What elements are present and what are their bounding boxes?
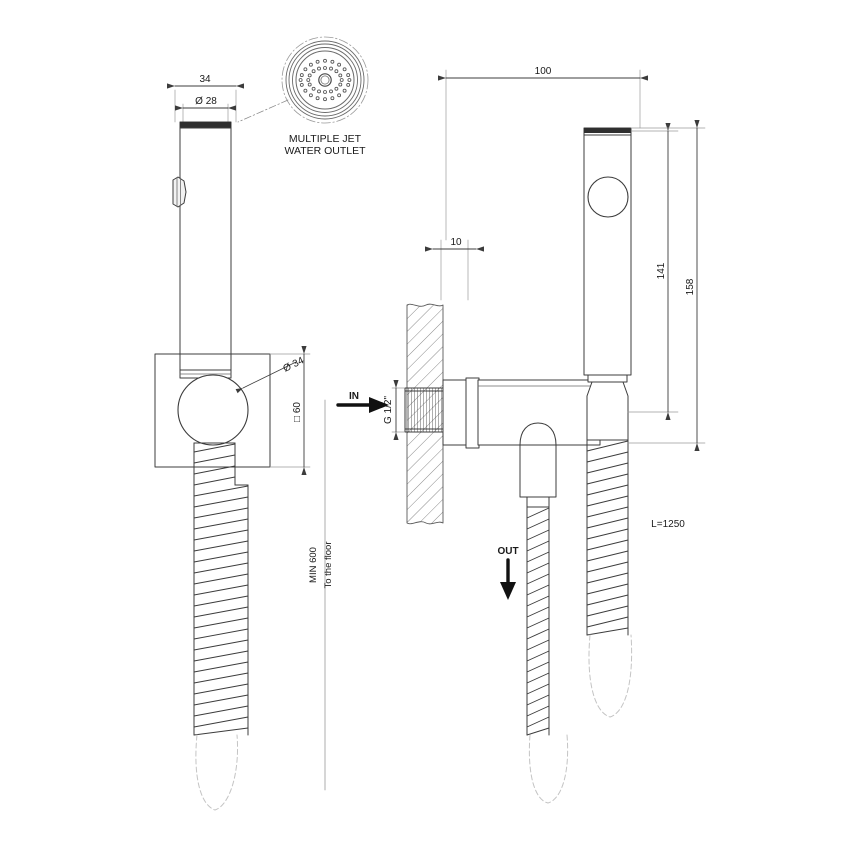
front-hose-slack-loop (195, 734, 239, 811)
side-push-button (587, 176, 629, 218)
dim-plate-square: □ 60 (292, 402, 303, 422)
side-escutcheon (465, 377, 480, 449)
side-valve-body (442, 377, 601, 449)
front-wall-plate (154, 353, 271, 468)
front-hose (193, 442, 249, 811)
front-handle-body (179, 121, 232, 371)
side-handle-collar (587, 374, 628, 383)
front-ball-joint (177, 374, 249, 446)
floor-note-line1: MIN 600 (308, 547, 319, 583)
side-spray-head-cap (584, 128, 631, 133)
dim-wall-offset: 10 (450, 237, 462, 248)
dim-total-height: 158 (685, 278, 696, 295)
side-hose-slack-loop-right (588, 634, 633, 718)
front-lever-button (172, 176, 187, 208)
detail-leader-line (237, 99, 289, 123)
ball-dim-leader (235, 361, 297, 394)
dim-thread: G 1/2" (383, 396, 394, 424)
dim-front-width-inner: Ø 28 (195, 96, 217, 107)
side-hose-outlet (526, 506, 569, 804)
inlet-flow-arrow-icon: IN (336, 391, 389, 413)
side-hose-slack-loop-left (528, 734, 569, 804)
dim-side-depth: 100 (535, 66, 552, 77)
side-valve-knob (519, 422, 557, 508)
side-hose-handle (586, 439, 633, 718)
front-view-assembly: 34 Ø 28 (154, 74, 334, 811)
front-spray-head-cap (180, 122, 231, 128)
outlet-label: OUT (497, 546, 518, 557)
side-body-arm (477, 379, 601, 446)
hose-length-label: L=1250 (651, 519, 685, 530)
inlet-label: IN (349, 391, 359, 402)
detail-label-line2: WATER OUTLET (284, 145, 366, 157)
side-handle-taper (586, 381, 629, 441)
side-view-assembly: 100 10 G 1/2" IN (336, 66, 706, 804)
dim-front-width-outer: 34 (199, 74, 211, 85)
detail-label-line1: MULTIPLE JET (289, 133, 362, 145)
dim-plate-ball: Ø 34 (281, 355, 306, 375)
dim-handle-height: 141 (656, 262, 667, 279)
side-handle (583, 127, 632, 441)
outlet-flow-arrow-icon: OUT (497, 546, 519, 600)
spray-face-detail-icon (281, 36, 369, 124)
floor-note-line2: To the floor (323, 542, 334, 589)
